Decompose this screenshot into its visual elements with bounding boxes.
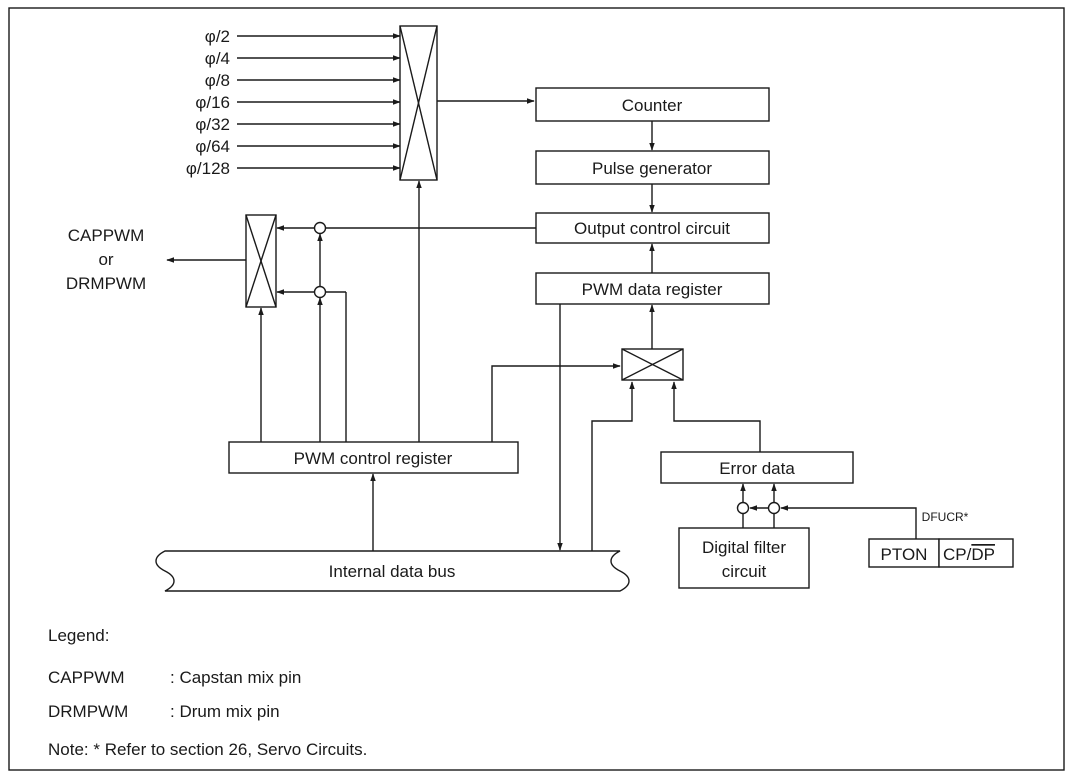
cp-label: CP/ (943, 545, 972, 564)
legend-title: Legend: (48, 626, 109, 645)
error-data-label: Error data (719, 459, 795, 478)
error-data-block: Error data (660, 451, 854, 484)
ctrl-to-data-mux-arrow (491, 363, 621, 442)
output-control-label: Output control circuit (574, 219, 730, 238)
clock-input-label: φ/4 (205, 49, 230, 68)
data-select-mux (621, 348, 684, 381)
output-mux (245, 214, 277, 308)
output-pin-line2: or (98, 250, 113, 269)
bus-to-data-mux-arrow (591, 381, 635, 551)
cp-dp-bit (938, 538, 1014, 568)
clock-inputs: φ/2 φ/4 φ/8 φ/16 φ/32 φ/64 φ/128 (186, 27, 401, 178)
digital-filter-line1: Digital filter (702, 538, 786, 557)
junction-node (767, 501, 781, 515)
junction-node (313, 285, 327, 299)
legend-term: CAPPWM (48, 668, 125, 687)
legend-description: : Drum mix pin (170, 702, 280, 721)
register-bit-arrow (780, 505, 917, 539)
clock-input-label: φ/16 (195, 93, 230, 112)
footnote: Note: * Refer to section 26, Servo Circu… (48, 740, 367, 759)
pwm-data-register-block: PWM data register (535, 272, 770, 305)
output-pin-label: CAPPWM or DRMPWM (66, 226, 146, 293)
dp-overbar-label: DP (971, 545, 995, 564)
pton-bit (868, 538, 940, 568)
junction-node (736, 501, 750, 515)
dfucr-label: DFUCR* (922, 510, 969, 524)
output-control-block: Output control circuit (535, 212, 770, 244)
output-pin-line1: CAPPWM (68, 226, 145, 245)
pwm-control-register-block: PWM control register (228, 441, 519, 474)
figure-frame (8, 7, 1065, 771)
digital-filter-block: Digital filter circuit (678, 527, 810, 589)
clock-input-label: φ/64 (195, 137, 230, 156)
clock-input-label: φ/8 (205, 71, 230, 90)
legend-description: : Capstan mix pin (170, 668, 301, 687)
cp-dp-label: CP/DP (943, 545, 995, 564)
digital-filter-line2: circuit (722, 562, 767, 581)
counter-label: Counter (622, 96, 683, 115)
internal-data-bus: Internal data bus (155, 550, 630, 592)
error-to-data-mux-arrow (671, 381, 761, 452)
pton-label: PTON (881, 545, 928, 564)
dfucr-register: DFUCR* PTON CP/DP (868, 510, 1014, 568)
pwm-data-register-label: PWM data register (582, 280, 723, 299)
legend: Legend: CAPPWM : Capstan mix pin DRMPWM … (48, 626, 367, 759)
counter-block: Counter (535, 87, 770, 122)
output-pin-line3: DRMPWM (66, 274, 146, 293)
pwm-control-register-label: PWM control register (294, 449, 453, 468)
pulse-generator-block: Pulse generator (535, 150, 770, 185)
clock-input-label: φ/128 (186, 159, 230, 178)
clock-input-label: φ/32 (195, 115, 230, 134)
pulse-generator-label: Pulse generator (592, 159, 712, 178)
clock-selector-mux (399, 25, 438, 181)
internal-data-bus-label: Internal data bus (329, 562, 456, 581)
junction-node (313, 221, 327, 235)
legend-term: DRMPWM (48, 702, 128, 721)
clock-input-label: φ/2 (205, 27, 230, 46)
